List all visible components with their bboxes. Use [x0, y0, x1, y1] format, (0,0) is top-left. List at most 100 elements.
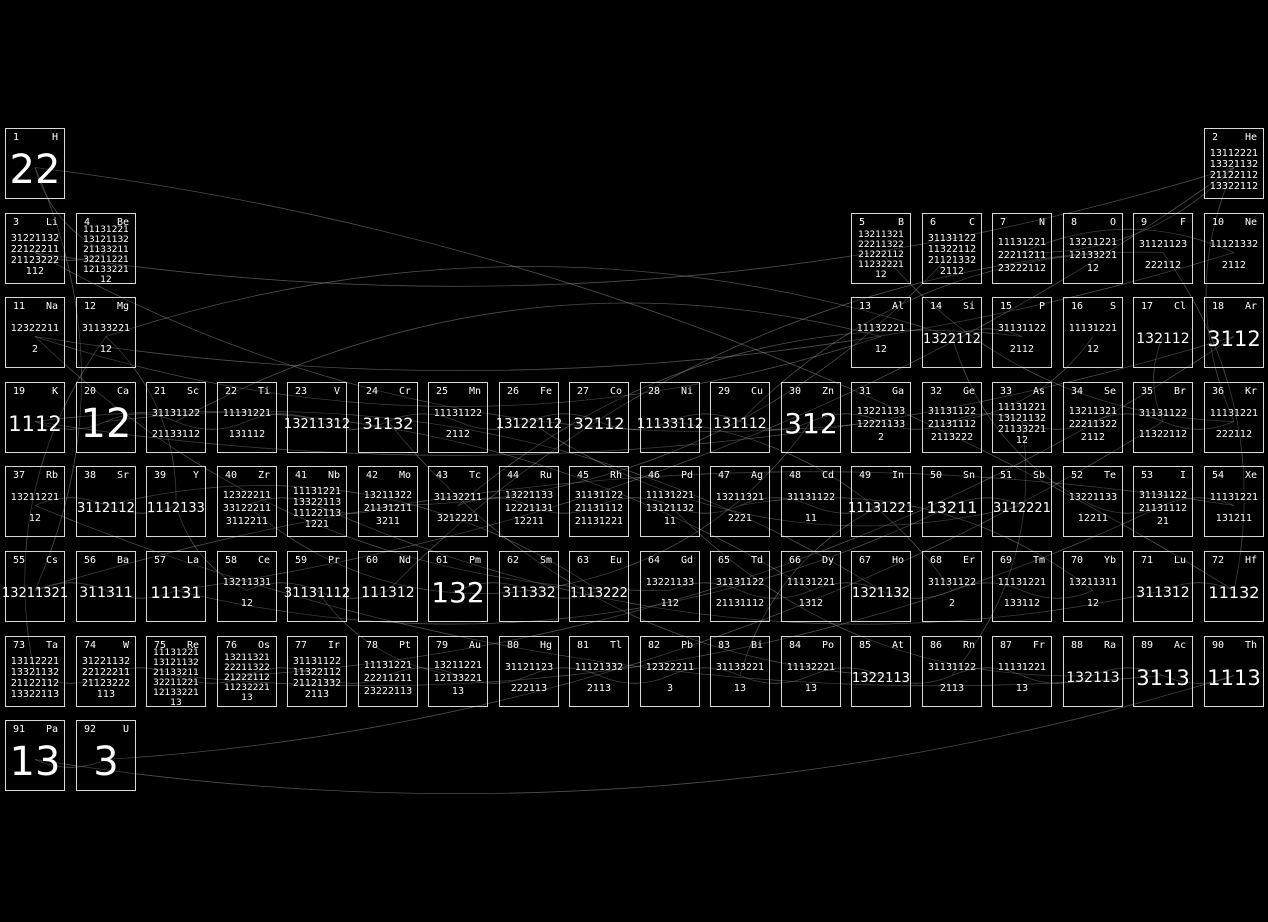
sequence-line: 21122112: [1209, 170, 1259, 181]
element-symbol: At: [891, 640, 904, 651]
sequence-line: 11322112: [292, 667, 342, 678]
element-symbol: H: [51, 132, 58, 143]
connection-link: [175, 505, 1164, 687]
element-symbol: Sn: [962, 470, 975, 481]
sequence-line: 12: [240, 598, 254, 609]
sequence-line: 2221: [727, 513, 753, 524]
connection-link: [1205, 167, 1235, 422]
element-sequence: 132112: [1134, 312, 1192, 366]
element-sequence: 1322113: [852, 651, 910, 705]
sequence-line: 12: [874, 344, 888, 355]
element-symbol: F: [1179, 217, 1186, 228]
element-symbol: C: [968, 217, 975, 228]
connection-link: [387, 252, 1094, 591]
sequence-line: 13321132: [10, 667, 60, 678]
sequence-line: 21122112: [10, 678, 60, 689]
sequence-line: 3112221: [993, 500, 1051, 516]
atomic-number: 64: [648, 555, 661, 566]
element-symbol: Tm: [1032, 555, 1045, 566]
sequence-line: 11132221: [856, 323, 906, 334]
atomic-number: 60: [366, 555, 379, 566]
sequence-line: 13: [1015, 683, 1029, 694]
sequence-line: 21222112: [858, 250, 904, 260]
sequence-line: 13121132: [645, 502, 695, 514]
element-symbol: Lu: [1173, 555, 1186, 566]
element-symbol: Tl: [609, 640, 622, 651]
element-sequence: 22: [6, 143, 64, 197]
connection-link: [1021, 675, 1094, 684]
connection-link: [105, 413, 177, 422]
connection-link: [880, 675, 953, 684]
element-symbol: Sr: [116, 470, 129, 481]
connection-link: [105, 590, 177, 599]
element-symbol: Zr: [257, 470, 270, 481]
atomic-number: 19: [13, 386, 26, 397]
sequence-line: 11131221: [1209, 492, 1259, 503]
sequence-line: 13121132: [997, 413, 1047, 424]
atomic-number: 52: [1071, 470, 1084, 481]
element-symbol: Fr: [1032, 640, 1045, 651]
sequence-line: 11131221: [222, 408, 272, 419]
sequence-line: 31131122: [927, 233, 977, 244]
sequence-line: 2112: [939, 266, 965, 277]
sequence-line: 22211322: [858, 240, 904, 250]
element-symbol: Eu: [609, 555, 622, 566]
sequence-line: 31131122: [1138, 408, 1188, 419]
element-symbol: Xe: [1244, 470, 1257, 481]
sequence-line: 21131221: [574, 515, 624, 527]
element-symbol: Ga: [891, 386, 904, 397]
element-sequence: 13211312: [284, 397, 350, 451]
element-symbol: Hf: [1244, 555, 1257, 566]
connection-link: [387, 252, 953, 506]
connection-link: [175, 505, 953, 625]
atomic-number: 42: [366, 470, 379, 481]
element-symbol: Re: [186, 640, 199, 651]
sequence-line: 12133221: [153, 688, 199, 698]
sequence-line: 11131221: [645, 489, 695, 501]
atomic-number: 21: [154, 386, 167, 397]
atomic-number: 17: [1141, 301, 1154, 312]
atomic-number: 16: [1071, 301, 1084, 312]
element-sequence: 3113: [1134, 651, 1192, 705]
sequence-line: 13322113: [10, 689, 60, 700]
sequence-line: 31132: [362, 414, 414, 433]
atomic-number: 49: [859, 470, 872, 481]
sequence-line: 12: [875, 270, 887, 280]
sequence-line: 11131221: [997, 577, 1047, 588]
sequence-line: 3112211: [225, 515, 269, 527]
element-sequence: 1113222: [570, 566, 628, 620]
element-symbol: Ti: [257, 386, 270, 397]
connection-link: [175, 505, 248, 591]
sequence-line: 12133221: [1068, 249, 1118, 261]
sequence-line: 13112221: [10, 656, 60, 667]
sequence-line: 13: [241, 693, 253, 703]
sequence-line: 11131221: [1068, 323, 1118, 334]
atomic-number: 20: [84, 386, 97, 397]
atomic-number: 92: [84, 724, 97, 735]
sequence-line: 2: [31, 344, 39, 355]
element-sequence: 111312: [359, 566, 417, 620]
connection-link: [1162, 252, 1245, 591]
